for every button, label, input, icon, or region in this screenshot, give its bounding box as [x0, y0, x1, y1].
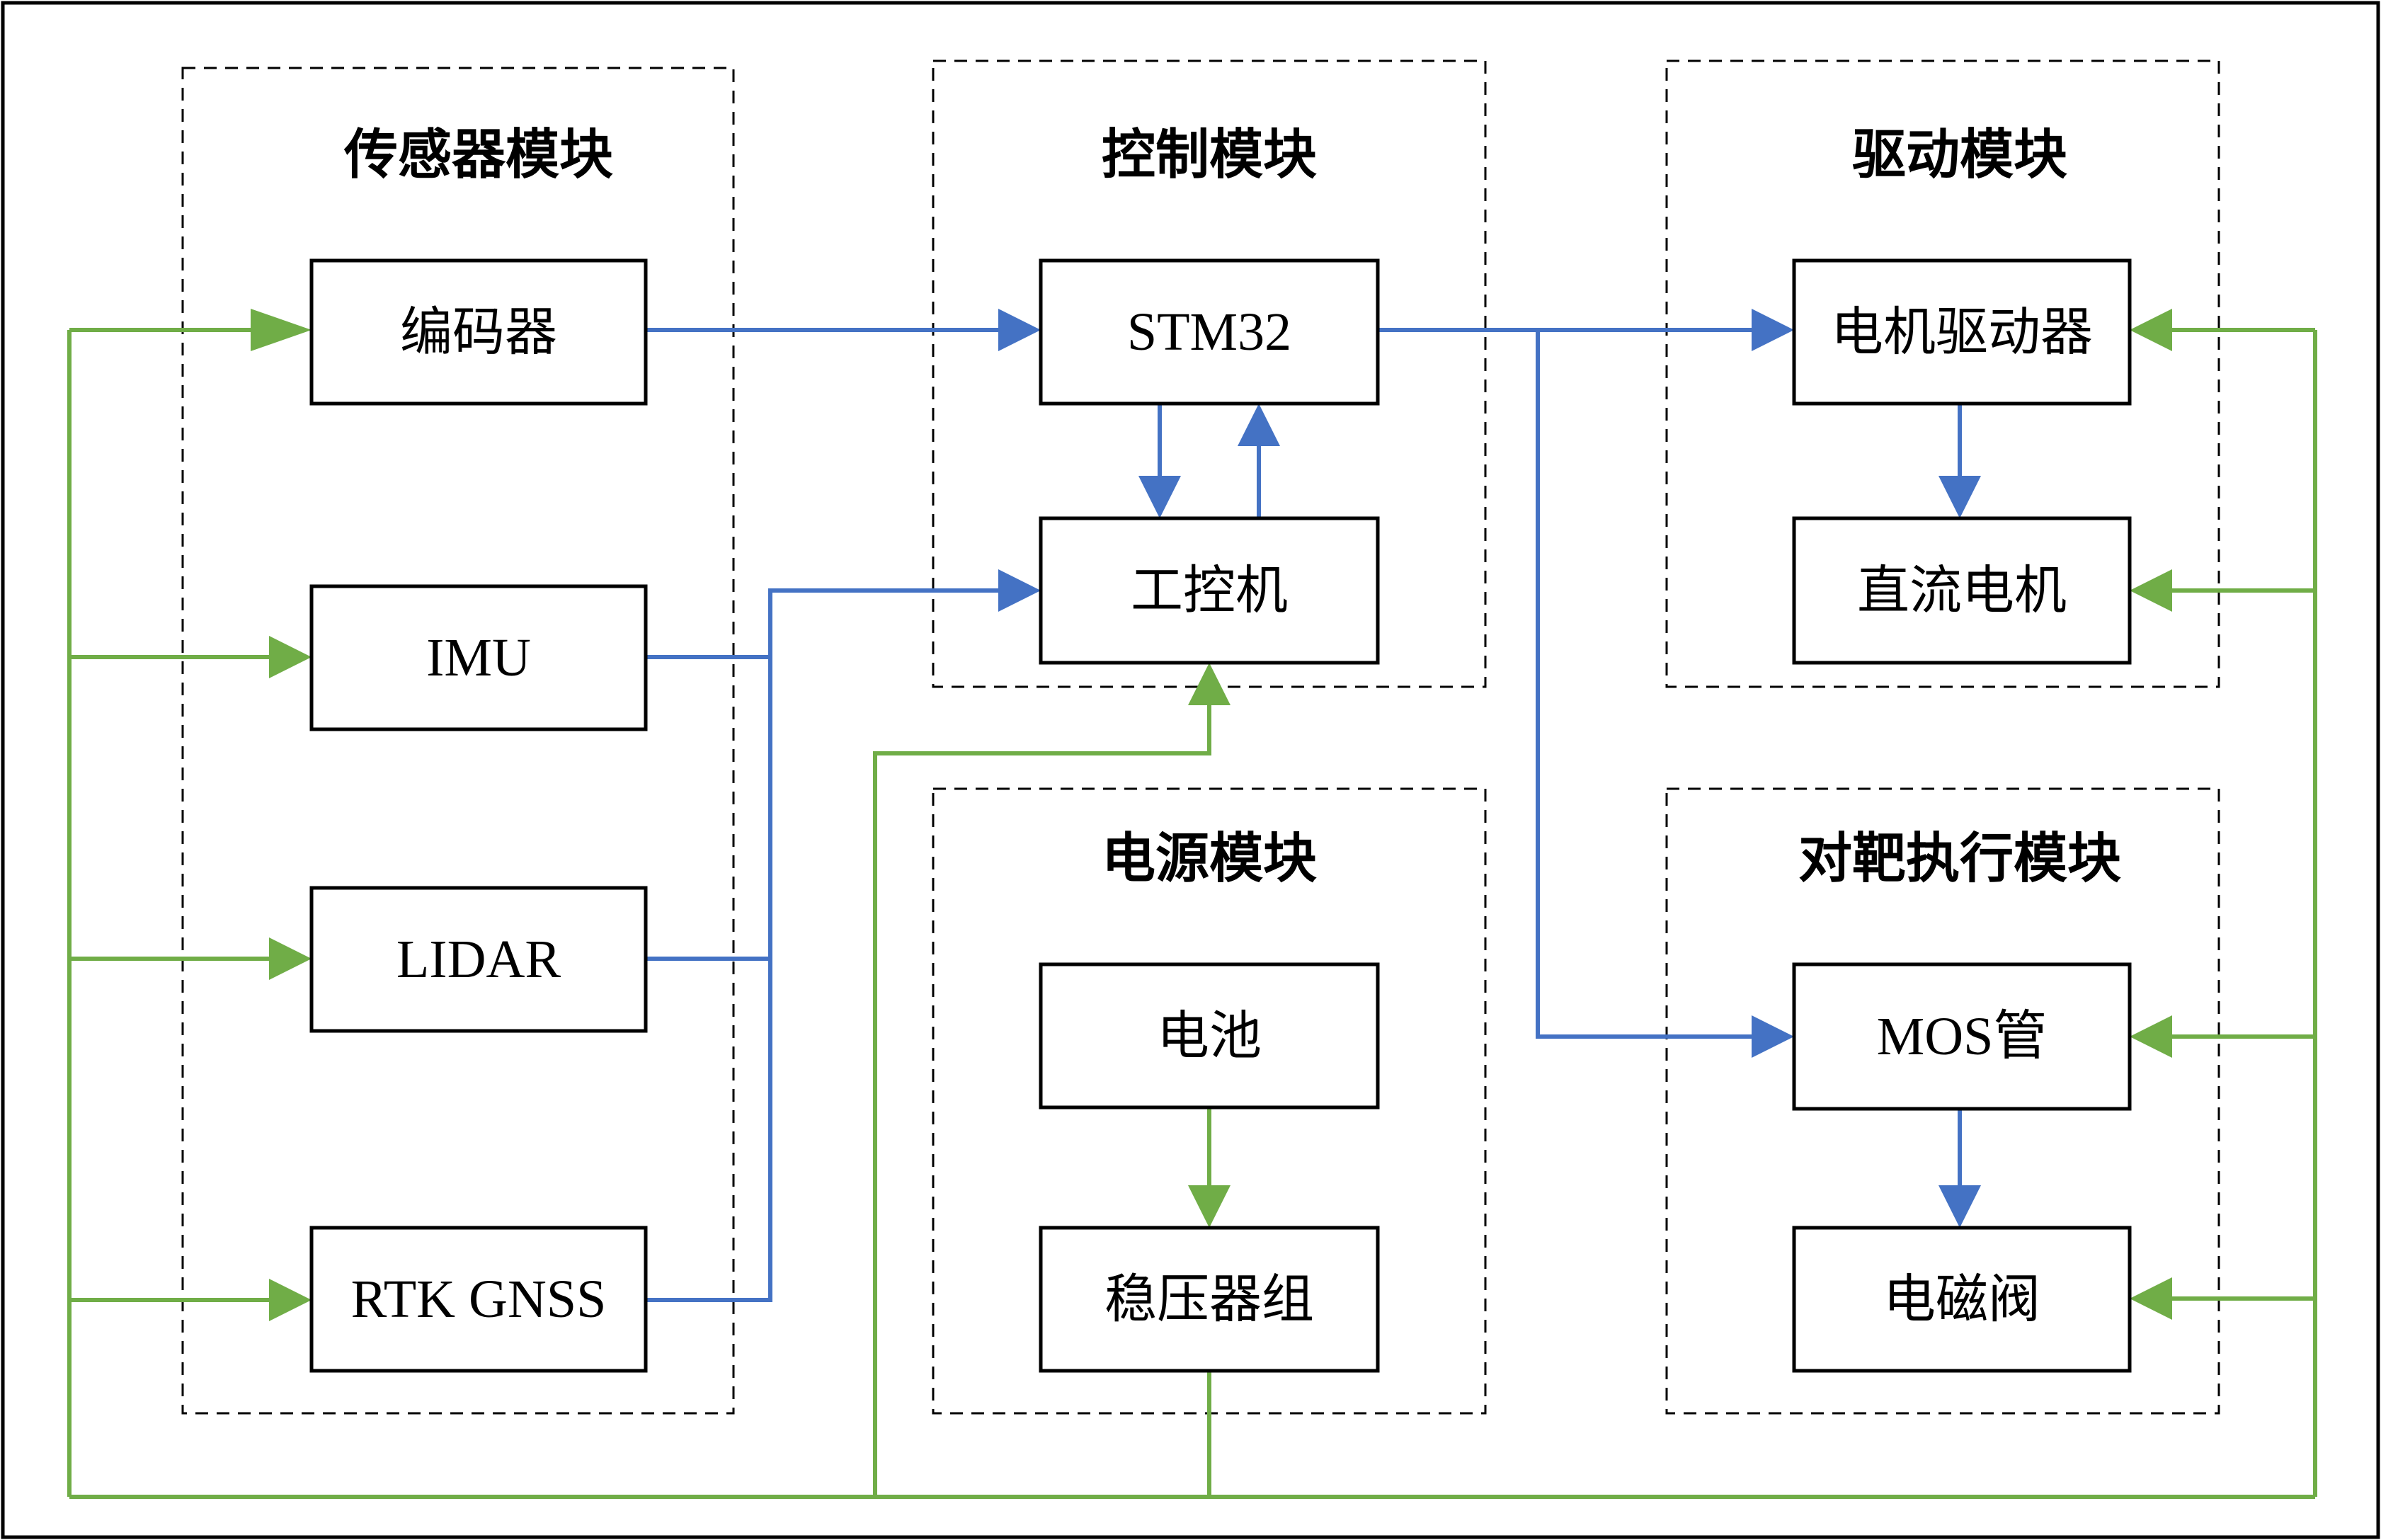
lidar-box	[309, 886, 648, 1033]
signal-rtk-bus	[646, 588, 1000, 1302]
arrowhead-mosfet-in	[1752, 1015, 1794, 1058]
power-module-title: 电源模块	[1102, 827, 1317, 890]
drive-module-frame	[1665, 59, 2220, 688]
target-module-frame	[1665, 787, 2220, 1415]
imu-label: IMU	[426, 628, 531, 688]
arrowhead-motor-driver	[2130, 309, 2172, 351]
component-boxes	[309, 258, 2132, 1373]
stm32-box	[1039, 258, 1380, 406]
arrowhead-rtk	[269, 1279, 312, 1321]
drive-module-title: 驱动模块	[1852, 123, 2067, 186]
battery-label: 电池	[1157, 1005, 1262, 1066]
arrowhead-encoder	[251, 309, 312, 351]
arrowhead-solenoid	[2130, 1277, 2172, 1320]
dc-motor-label: 直流电机	[1857, 560, 2067, 621]
arrowhead-ipc-in	[998, 569, 1041, 612]
arrowhead-dc-motor-in	[1939, 476, 1981, 518]
ipc-label: 工控机	[1131, 560, 1288, 621]
arrowhead-dc-motor	[2130, 569, 2172, 612]
arrowhead-regulator	[1188, 1185, 1231, 1228]
solenoid-label: 电磁阀	[1883, 1269, 2040, 1330]
power-arrowheads	[251, 309, 2172, 1321]
ipc-box	[1039, 516, 1380, 665]
arrowhead-ipc	[1188, 663, 1231, 705]
arrowhead-stm32-from-ipc	[1238, 404, 1280, 446]
signal-lines	[646, 328, 1962, 1302]
solenoid-box	[1792, 1226, 2132, 1373]
encoder-box	[309, 258, 648, 406]
signal-arrowheads	[998, 309, 1981, 1228]
arrowhead-imu	[269, 636, 312, 678]
arrowhead-ipc-from-stm32	[1138, 476, 1181, 518]
arrowhead-lidar	[269, 937, 312, 980]
sensor-module-title: 传感器模块	[343, 123, 613, 186]
motor-driver-box	[1792, 258, 2132, 406]
regulator-label: 稳压器组	[1104, 1269, 1314, 1330]
regulator-box	[1039, 1226, 1380, 1373]
mosfet-box	[1792, 962, 2132, 1111]
encoder-label: 编码器	[400, 302, 557, 363]
power-to-ipc	[873, 702, 1211, 1497]
battery-box	[1039, 962, 1380, 1110]
imu-box	[309, 584, 648, 731]
arrowhead-mosfet	[2130, 1015, 2172, 1058]
power-lines	[67, 328, 2317, 1499]
arrowhead-stm32-in	[998, 309, 1041, 351]
target-module-title: 对靶执行模块	[1798, 827, 2121, 890]
signal-stm32-to-mosfet	[1536, 330, 1754, 1039]
arrowhead-motor-driver-in	[1752, 309, 1794, 351]
sensor-module-frame	[181, 67, 735, 1415]
arrowhead-solenoid-in	[1939, 1185, 1981, 1228]
motor-driver-label: 电机驱动器	[1831, 302, 2093, 363]
lidar-label: LIDAR	[396, 930, 561, 989]
stm32-label: STM32	[1127, 302, 1291, 362]
control-module-title: 控制模块	[1102, 123, 1317, 186]
dc-motor-box	[1792, 516, 2132, 665]
rtk-box	[309, 1226, 648, 1373]
rtk-label: RTK GNSS	[351, 1270, 607, 1329]
mosfet-label: MOS管	[1877, 1007, 2048, 1066]
